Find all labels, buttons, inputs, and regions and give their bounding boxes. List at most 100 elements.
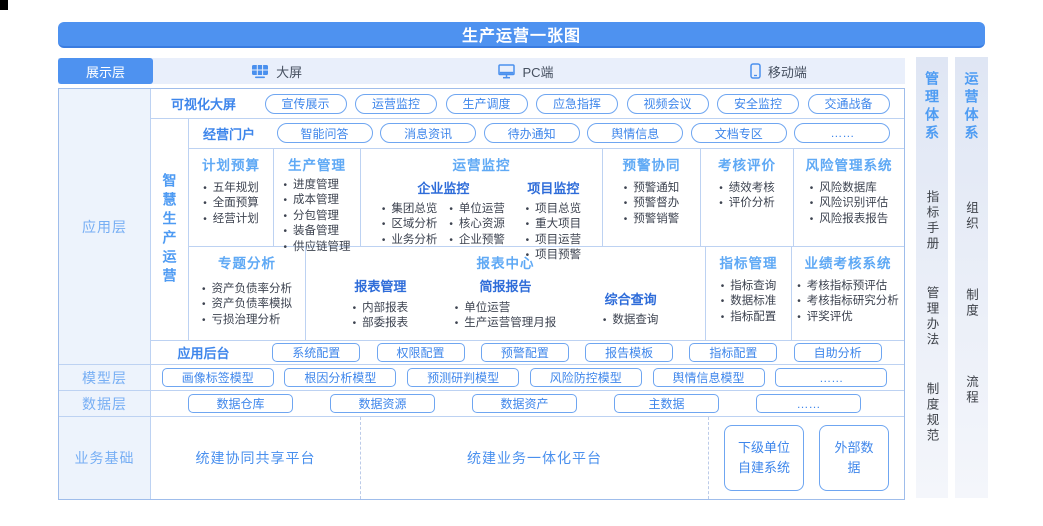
visual-button[interactable]: 视频会议	[626, 93, 709, 114]
visual-screen-label: 可视化大屏	[170, 97, 236, 112]
data-button[interactable]: 数据仓库	[188, 394, 293, 413]
model-layer: 模型层 画像标签模型 根因分析模型 预测研判模型 风险防控模型 舆情信息模型 ……	[59, 365, 904, 391]
device-label: 大屏	[276, 64, 303, 80]
group-comprehensive-query: 综合查询 数据查询	[603, 289, 659, 332]
feature-item: 项目运营	[526, 233, 581, 249]
display-layer-row: 展示层 大屏	[58, 58, 905, 84]
management-system-title: 管理体系	[924, 71, 940, 143]
feature-item: 全面预算	[203, 196, 259, 212]
cell-operation-monitor: 运营监控 企业监控 集团总览 区域分析 业务分析	[361, 148, 603, 261]
model-button[interactable]: 根因分析模型	[284, 368, 397, 387]
device-pc[interactable]: PC端	[498, 62, 554, 81]
smart-production-strip: 智慧生产运营	[151, 119, 189, 340]
visual-button[interactable]: 安全监控	[717, 93, 799, 114]
device-label: 移动端	[767, 64, 807, 80]
data-button[interactable]: 数据资源	[330, 394, 435, 413]
backend-button[interactable]: 预警配置	[480, 343, 569, 362]
portal-button[interactable]: 舆情信息	[587, 123, 684, 144]
feature-item: 风险识别评估	[810, 196, 888, 212]
feature-item: 资产负债率模拟	[202, 297, 293, 313]
cell-plan-budget: 计划预算 五年规划 全面预算 经营计划	[189, 148, 274, 246]
phone-icon	[750, 63, 761, 79]
screen-artifact	[0, 0, 8, 10]
application-layer: 应用层 可视化大屏 宣传展示 运营监控 生产调度 应急指挥 视频会议 安全监控 …	[59, 89, 904, 365]
backend-button[interactable]: 报告模板	[585, 343, 674, 362]
group-enterprise-monitor: 企业监控 集团总览 区域分析 业务分析	[382, 178, 505, 264]
visual-button[interactable]: 宣传展示	[264, 93, 347, 114]
layer-label-display: 展示层	[58, 58, 153, 84]
platform-integrated: 统建业务一体化平台	[361, 417, 709, 499]
backend-button[interactable]: 系统配置	[272, 343, 361, 362]
data-button[interactable]: 主数据	[614, 394, 719, 413]
panel-item: 组织	[964, 201, 978, 232]
feature-item: 资产负债率分析	[202, 282, 293, 298]
layer-label-application: 应用层	[59, 89, 151, 364]
feature-item: 考核指标研究分析	[797, 294, 899, 310]
model-button[interactable]: 预测研判模型	[407, 368, 520, 387]
model-button[interactable]: 画像标签模型	[161, 368, 274, 387]
feature-item: 集团总览	[382, 202, 437, 218]
panel-item: 制度	[964, 288, 978, 319]
cell-indicator-mgmt: 指标管理 指标查询 数据标准 指标配置	[706, 246, 792, 340]
feature-item: 风险报表报告	[810, 212, 888, 228]
architecture-grid: 应用层 可视化大屏 宣传展示 运营监控 生产调度 应急指挥 视频会议 安全监控 …	[58, 88, 905, 500]
visual-button[interactable]: 应急指挥	[536, 93, 618, 114]
feature-item: 进度管理	[283, 178, 339, 194]
portal-button[interactable]: 消息资讯	[380, 123, 477, 144]
portal-button[interactable]: 待办通知	[483, 123, 580, 144]
backend-label: 应用后台	[177, 346, 230, 361]
feature-item: 数据查询	[603, 313, 658, 329]
cell-topic-analysis: 专题分析 资产负债率分析 资产负债率模拟 亏损治理分析	[189, 246, 306, 340]
data-layer: 数据层 数据仓库 数据资源 数据资产 主数据 ……	[59, 391, 904, 417]
visual-button[interactable]: 运营监控	[355, 93, 437, 114]
panel-item: 指标手册	[924, 190, 939, 252]
group-briefing: 简报报告 单位运营 生产运营管理月报	[455, 276, 556, 332]
portal-label: 经营门户	[202, 126, 255, 142]
feature-item: 供应链管理	[283, 240, 351, 256]
backend-button[interactable]: 自助分析	[793, 343, 882, 362]
cell-warning-collab: 预警协同 预警通知 预警督办 预警销警	[603, 148, 701, 246]
function-matrix-row-1: 计划预算 五年规划 全面预算 经营计划 生产管理 进度管理	[189, 148, 904, 261]
model-button[interactable]: 舆情信息模型	[652, 368, 765, 387]
backend-button[interactable]: 指标配置	[689, 343, 778, 362]
feature-item: 核心资源	[449, 217, 505, 233]
feature-item: 分包管理	[283, 209, 339, 225]
feature-item: 五年规划	[203, 181, 259, 197]
device-mobile[interactable]: 移动端	[750, 62, 807, 81]
model-button[interactable]: 风险防控模型	[529, 368, 642, 387]
feature-item: 指标查询	[721, 279, 776, 295]
visual-button[interactable]: 生产调度	[445, 93, 528, 114]
feature-item: 评奖评优	[797, 310, 853, 326]
feature-item: 重大项目	[526, 217, 581, 233]
backend-button[interactable]: 权限配置	[376, 343, 465, 362]
management-system-panel: 管理体系 指标手册 管理办法 制度规范	[916, 57, 948, 498]
group-project-monitor: 项目监控 项目总览 重大项目 项目运营 项目预警	[526, 178, 581, 264]
portal-button[interactable]: 智能问答	[276, 123, 373, 144]
smart-production-label: 智慧生产运营	[161, 172, 178, 287]
model-button[interactable]: ……	[775, 368, 888, 387]
panel-item: 制度规范	[924, 382, 939, 444]
feature-item: 生产运营管理月报	[455, 316, 556, 332]
portal-button[interactable]: ……	[794, 123, 891, 144]
big-screen-icon	[251, 64, 269, 79]
data-button[interactable]: ……	[756, 394, 861, 413]
feature-item: 业务分析	[382, 233, 437, 249]
data-button[interactable]: 数据资产	[472, 394, 577, 413]
feature-item: 数据标准	[721, 294, 776, 310]
portal-button[interactable]: 文档专区	[690, 123, 787, 144]
cell-report-center: 报表中心 报表管理 内部报表 部委报表	[306, 246, 706, 340]
layer-label-data: 数据层	[59, 391, 151, 416]
feature-item: 经营计划	[203, 212, 259, 228]
panel-item: 管理办法	[924, 286, 939, 348]
feature-item: 亏损治理分析	[202, 313, 281, 329]
device-big-screen[interactable]: 大屏	[251, 62, 302, 81]
smart-production-box: 智慧生产运营 经营门户 智能问答 消息资讯 待办通知 舆情信息 文档专区	[151, 119, 904, 341]
cell-risk-system: 风险管理系统 风险数据库 风险识别评估 风险报表报告	[794, 149, 904, 246]
cell-performance-system: 业绩考核系统 考核指标预评估 考核指标研究分析 评奖评优	[792, 247, 904, 340]
feature-item: 指标配置	[721, 310, 776, 326]
feature-item: 区域分析	[382, 217, 437, 233]
operation-system-title: 运营体系	[963, 71, 980, 143]
device-list: 大屏 PC端	[153, 58, 905, 84]
visual-button[interactable]: 交通战备	[807, 93, 890, 114]
visual-screen-row: 可视化大屏 宣传展示 运营监控 生产调度 应急指挥 视频会议 安全监控 交通战备	[151, 89, 904, 119]
